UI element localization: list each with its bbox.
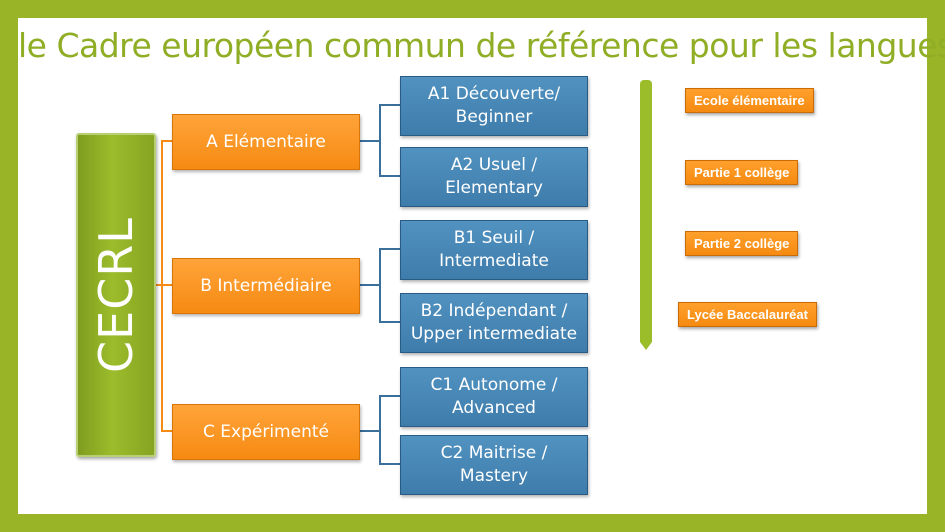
progression-arrow-tip [640, 342, 652, 350]
connector [152, 284, 162, 286]
connector [358, 140, 380, 142]
stage-lycee-baccalaureat: Lycée Baccalauréat [678, 302, 817, 327]
connector [379, 395, 400, 397]
stage-ecole-elementaire: Ecole élémentaire [685, 88, 814, 113]
sublevel-b1-box: B1 Seuil / Intermediate [400, 220, 588, 280]
connector [379, 104, 400, 106]
sublevel-c1-box: C1 Autonome / Advanced [400, 367, 588, 427]
connector [358, 430, 380, 432]
sublevel-c2-box: C2 Maitrise / Mastery [400, 435, 588, 495]
sublevel-a2-box: A2 Usuel / Elementary [400, 147, 588, 207]
connector [379, 321, 400, 323]
stage-partie-1-college: Partie 1 collège [685, 160, 799, 185]
connector [379, 248, 381, 322]
level-c-box: C Expérimenté [172, 404, 360, 460]
progression-arrow [640, 80, 652, 342]
level-b-box: B Intermédiaire [172, 258, 360, 314]
connector [358, 284, 380, 286]
stage-partie-2-college: Partie 2 collège [685, 231, 799, 256]
connector [379, 175, 400, 177]
connector [161, 140, 172, 142]
level-a-box: A Elémentaire [172, 114, 360, 170]
page-title: le Cadre européen commun de référence po… [18, 26, 945, 65]
connector [379, 395, 381, 464]
sublevel-b2-box: B2 Indépendant / Upper intermediate [400, 293, 588, 353]
connector [379, 104, 381, 176]
root-label: CECRL [89, 217, 143, 373]
connector [161, 430, 172, 432]
slide: le Cadre européen commun de référence po… [18, 18, 945, 514]
connector [161, 140, 163, 432]
connector [379, 463, 400, 465]
connector [161, 284, 172, 286]
connector [379, 248, 400, 250]
cecrl-root-box: CECRL [76, 133, 156, 457]
sublevel-a1-box: A1 Découverte/ Beginner [400, 76, 588, 136]
